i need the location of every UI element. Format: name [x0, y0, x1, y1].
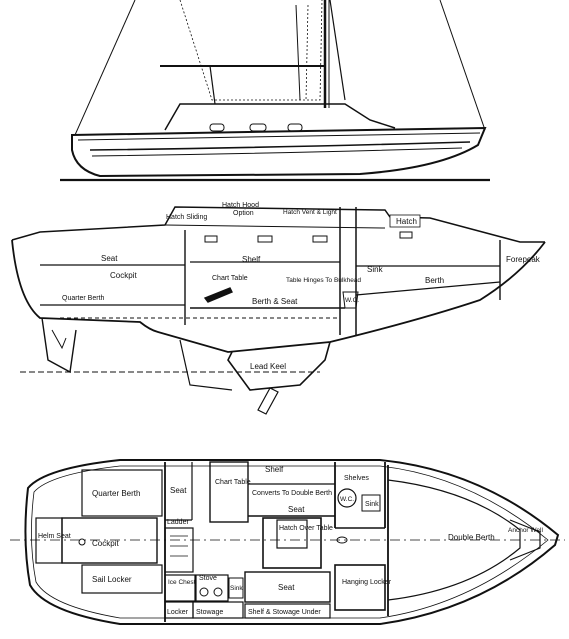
label-berth-seat: Berth & Seat [252, 297, 298, 306]
wc-bowl [337, 488, 357, 508]
label-hatch: Hatch [396, 217, 417, 226]
label-wc: W.C. [345, 297, 359, 304]
stove-box [195, 574, 229, 602]
label-table-hinges: Table Hinges To Bulkhead [286, 277, 361, 284]
sheer-line [77, 132, 481, 141]
plan-labels: Quarter Berth Seat Chart Table Shelf She… [38, 465, 543, 616]
plan-label-ladder: Ladder [167, 519, 189, 526]
jib-stay [329, 0, 346, 101]
label-hatch-vent-light: Hatch Vent & Light [283, 209, 337, 216]
ice-chest-box [164, 574, 196, 602]
label-berth: Berth [425, 276, 444, 285]
plan-label-stowage: Stowage [196, 609, 223, 616]
plan-label-sail-locker: Sail Locker [92, 575, 132, 584]
hatch-over-box [276, 519, 308, 549]
label-forepeak: Forepeak [506, 255, 541, 264]
shelf-stowage-box [244, 603, 331, 619]
jib-sheet-2 [305, 4, 309, 101]
sail-plan [60, 0, 490, 182]
plan-label-chart-table: Chart Table [215, 479, 251, 486]
port-2 [257, 235, 273, 243]
chart-table-box [209, 461, 249, 523]
plan-label-wc: W.C. [340, 496, 354, 503]
plan-label-seat-fwd: Seat [278, 583, 295, 592]
label-hatch-hood: Hatch Hood [222, 202, 259, 209]
sail-locker-box [81, 564, 163, 594]
plan-label-hatch-over-table: Hatch Over Table [279, 525, 333, 532]
chart-table-shape [203, 287, 233, 303]
label-seat: Seat [101, 254, 118, 263]
porthole-3 [287, 123, 303, 132]
stowage-box [192, 601, 244, 619]
back-shroud [439, 0, 486, 131]
plan-label-helm-seat: Helm Seat [38, 533, 71, 540]
inboard-profile [11, 206, 546, 415]
porthole-2 [249, 123, 267, 132]
quarter-berth-box [81, 469, 163, 517]
boom-vang [209, 65, 216, 105]
table-box [262, 517, 322, 569]
vberth [387, 479, 521, 601]
label-shelf: Shelf [242, 255, 261, 264]
rudder [51, 329, 67, 350]
berth-line [355, 281, 501, 296]
hanging-locker-box [334, 564, 386, 611]
jib-sheet [295, 4, 301, 101]
keel-bottom [179, 339, 233, 391]
label-chart-table: Chart Table [212, 275, 248, 282]
porthole-1 [209, 123, 225, 132]
head-sink [361, 494, 381, 512]
plan-label-stove: Stove [199, 575, 217, 582]
hull-profile [71, 126, 487, 178]
label-option: Option [233, 210, 254, 217]
plan-hull [24, 459, 560, 625]
profile-labels: Hatch Hatch Hood Option Hatch Sliding Ha… [62, 202, 541, 371]
mainsail [179, 0, 323, 101]
plan-label-anchor-well: Anchor Well [508, 527, 543, 534]
skeg [41, 317, 77, 374]
label-cockpit: Cockpit [110, 271, 137, 280]
port-1 [204, 235, 218, 243]
boot-stripe-2 [91, 147, 463, 157]
boot-stripe [89, 141, 471, 151]
cabin-roof [164, 224, 386, 229]
mast-step [336, 536, 348, 544]
label-lead-keel: Lead Keel [250, 362, 286, 371]
plan-label-cockpit: Cockpit [92, 539, 119, 548]
seat-fwd-box [244, 571, 331, 603]
plan-label-quarter-berth: Quarter Berth [92, 489, 140, 498]
deck-line [11, 206, 545, 243]
plan-hull-inner [31, 465, 549, 619]
plan-label-locker: Locker [167, 609, 189, 616]
lead-keel [227, 341, 331, 391]
port-4 [399, 231, 413, 239]
plan-label-hanging-locker: Hanging Locker [342, 579, 392, 586]
ladder-box [164, 527, 194, 573]
centerboard [257, 387, 279, 415]
plan-label-converts: Converts To Double Berth [252, 490, 332, 497]
plan-label-seat-mid: Seat [288, 505, 305, 514]
plan-label-shelf-stowage: Shelf & Stowage Under [248, 609, 321, 616]
cabin-top [164, 103, 396, 131]
plan-label-ice-chest: Ice Chest [168, 579, 196, 586]
label-hatch-sliding: Hatch Sliding [166, 214, 207, 221]
helm-seat-box [35, 517, 63, 564]
label-quarter-berth: Quarter Berth [62, 295, 105, 302]
label-sink: Sink [367, 265, 384, 274]
anchor-well [509, 519, 541, 561]
plan-label-seat-aft: Seat [170, 486, 187, 495]
plan-label-double-berth: Double Berth [448, 533, 495, 542]
fore-shroud [74, 0, 136, 136]
plan-label-shelves: Shelves [344, 475, 369, 482]
plan-label-shelf: Shelf [265, 465, 284, 474]
accommodation-plan [10, 459, 565, 625]
port-3 [312, 235, 328, 243]
plan-label-sink: Sink [365, 501, 379, 508]
cockpit-drain [78, 538, 86, 546]
galley-sink-box [228, 577, 244, 599]
wc-shape [342, 291, 359, 309]
hull-outline [11, 239, 546, 353]
plan-label-sink-galley: Sink [230, 585, 243, 592]
